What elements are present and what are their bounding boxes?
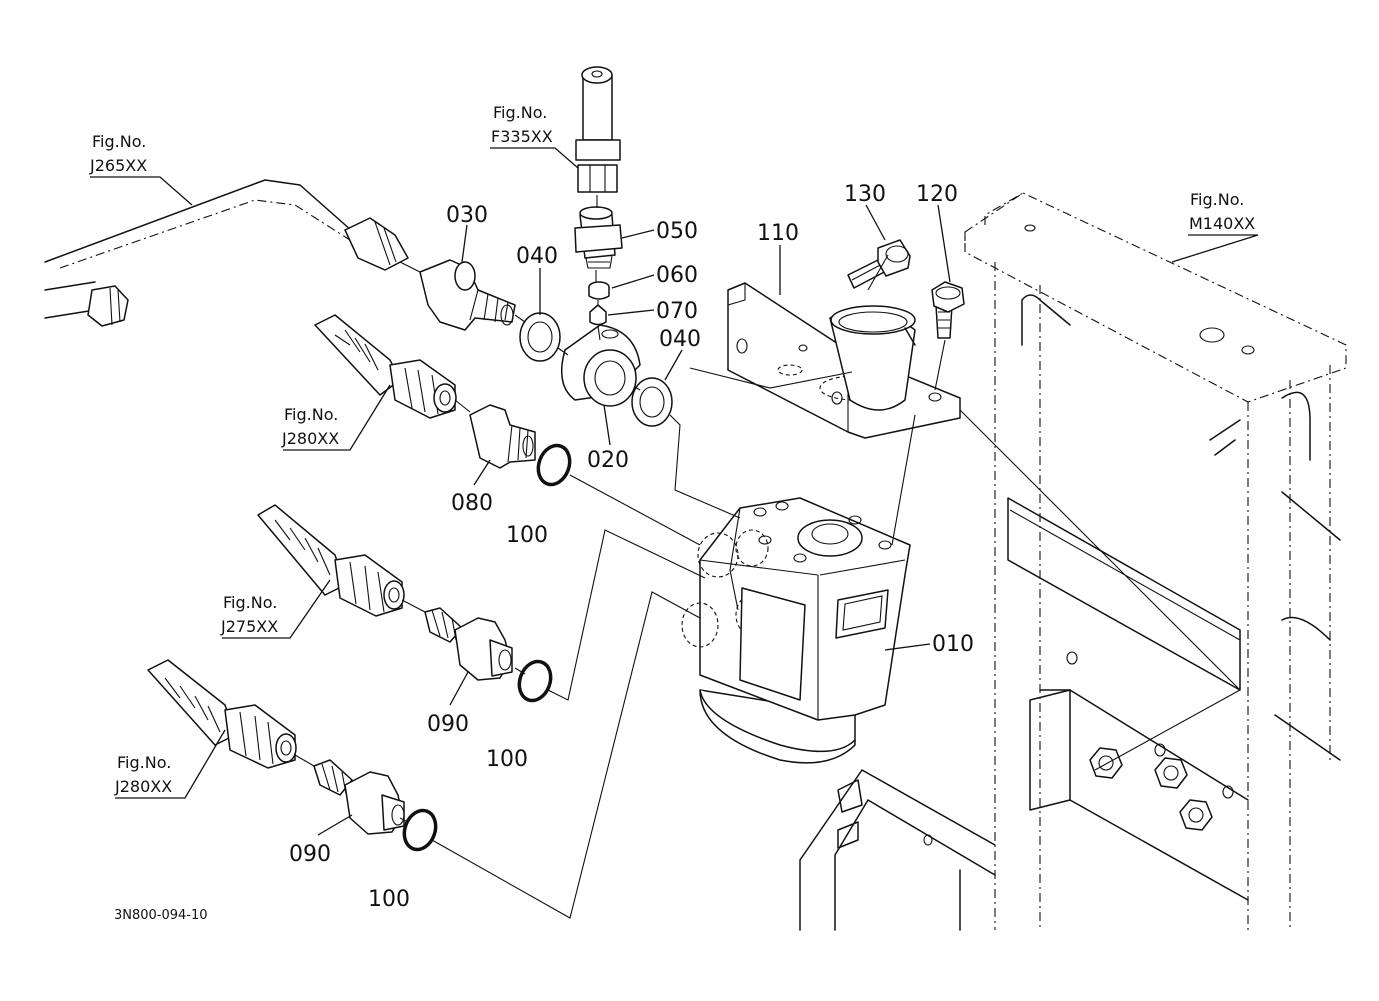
fig-ref-j275-line1: Fig.No. [223,593,277,612]
frame-nut [1089,747,1123,779]
part-label-030: 030 [446,203,488,228]
part-label-040-right: 040 [659,327,701,352]
drawing-code: 3N800-094-10 [114,908,208,923]
adapter-block-020 [560,324,641,407]
frame-nut [1154,757,1188,789]
connector-j280-upper [314,314,457,419]
part-label-050: 050 [656,219,698,244]
assembly-lines [294,195,1241,919]
fig-ref-f335-line2: F335XX [491,127,553,146]
fig-ref-j280-upper-line2: J280XX [281,429,339,448]
bracket-110 [727,282,961,439]
part-label-100-top: 100 [506,523,548,548]
steering-unit-010 [681,497,911,764]
check-ball-070 [589,304,607,326]
fig-ref-f335-line1: Fig.No. [493,103,547,122]
hose-j265 [44,179,409,327]
bolt-120 [931,281,965,339]
hose-j265-centerline [59,199,351,269]
o-ring-100-mid [517,659,553,703]
bolt-130 [847,239,911,289]
part-label-080: 080 [451,491,493,516]
part-label-090-mid: 090 [427,712,469,737]
frame-assembly [799,192,1347,931]
hose-f335 [575,66,621,193]
frame-nut [1179,799,1213,831]
leader-lines [90,147,1259,836]
fig-ref-m140-line2: M140XX [1189,214,1255,233]
washer-040-left [519,312,561,362]
part-label-070: 070 [656,299,698,324]
part-label-110: 110 [757,221,799,246]
fitting-090-mid [424,607,513,681]
washer-040-right [631,377,673,427]
fig-ref-j280-upper-line1: Fig.No. [284,405,338,424]
o-ring-100-low [402,808,438,852]
connector-j280-lower [147,659,297,769]
fitting-090-low [313,759,405,835]
part-label-100-low: 100 [368,887,410,912]
fig-ref-j280-lower-line1: Fig.No. [117,753,171,772]
fig-ref-j265-line2: J265XX [89,156,147,175]
o-ring-100-top [536,443,572,487]
fitting-030 [419,259,516,331]
fig-ref-m140-line1: Fig.No. [1190,190,1244,209]
part-label-120: 120 [916,182,958,207]
fitting-080 [469,404,536,469]
part-label-040-left: 040 [516,244,558,269]
part-label-020: 020 [587,448,629,473]
part-label-100-mid: 100 [486,747,528,772]
fig-ref-j265-line1: Fig.No. [92,132,146,151]
fig-ref-j275-line2: J275XX [220,617,278,636]
nipple-050 [574,206,623,269]
connector-j275 [257,504,405,617]
part-label-060: 060 [656,263,698,288]
fig-ref-j280-lower-line2: J280XX [114,777,172,796]
spacer-060 [588,281,610,300]
part-label-090-low: 090 [289,842,331,867]
part-label-010: 010 [932,632,974,657]
part-label-130: 130 [844,182,886,207]
